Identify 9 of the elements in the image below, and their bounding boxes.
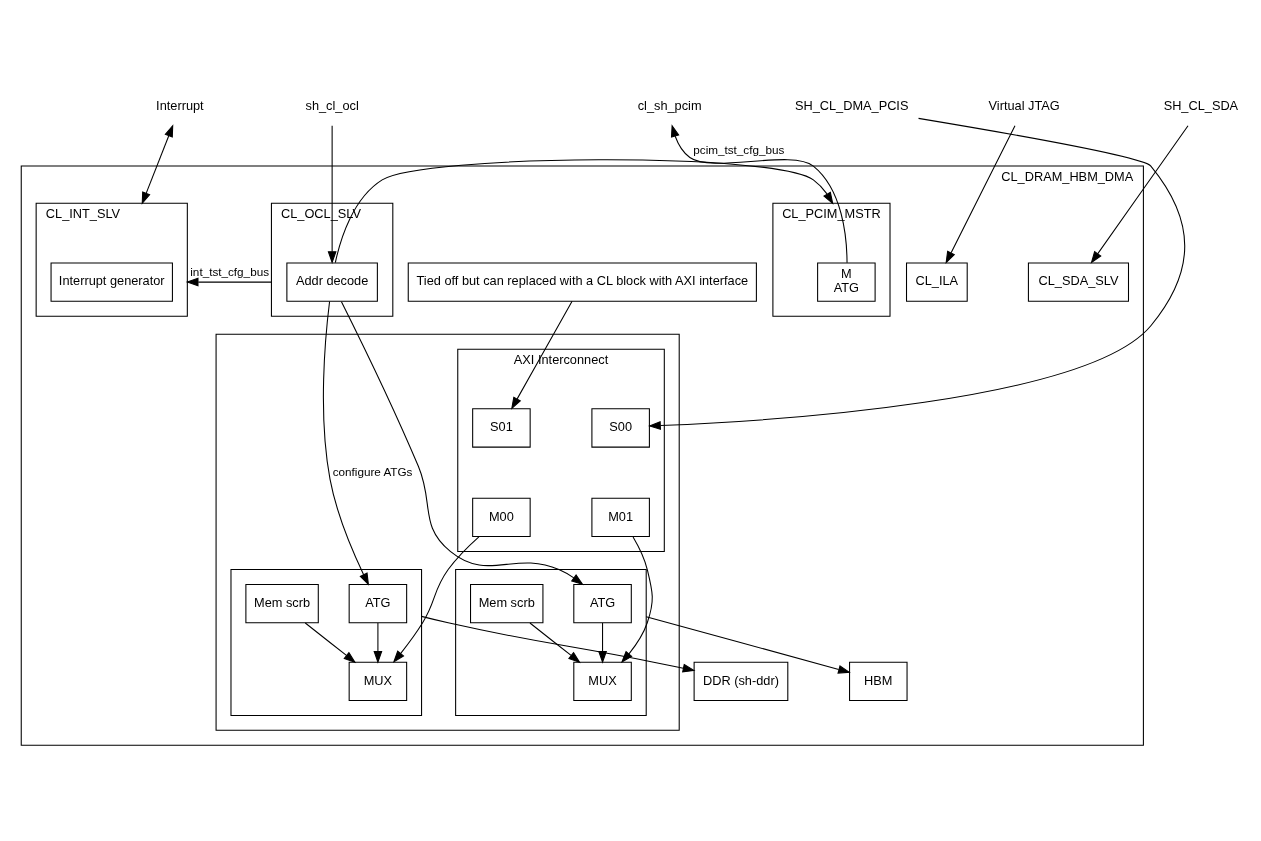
node-text: Interrupt bbox=[156, 97, 204, 113]
edge-label: pcim_tst_cfg_bus bbox=[693, 143, 785, 157]
node-text: cl_sh_pcim bbox=[637, 97, 702, 113]
node-text: SH_CL_DMA_PCIS bbox=[794, 97, 909, 113]
node-text: SH_CL_SDA bbox=[1163, 97, 1239, 113]
edge-label: int_tst_cfg_bus bbox=[190, 264, 270, 278]
node-text: sh_cl_ocl bbox=[305, 97, 359, 113]
edge-label: configure ATGs bbox=[332, 464, 413, 478]
node-text: Virtual JTAG bbox=[988, 97, 1060, 113]
